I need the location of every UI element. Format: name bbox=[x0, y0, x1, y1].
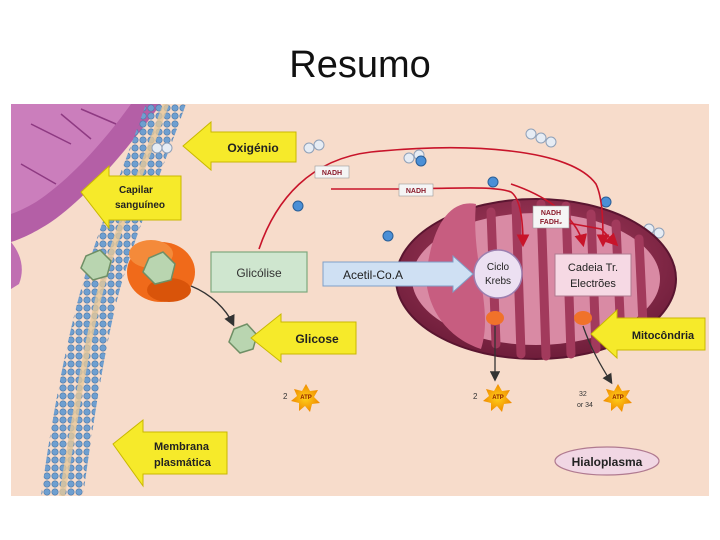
membrane-callout: Membrana plasmática bbox=[112, 418, 228, 488]
atp-label-etc: ATP bbox=[612, 395, 624, 401]
hyaloplasm-badge bbox=[554, 446, 660, 476]
glycolysis-label: Glicólise bbox=[236, 266, 282, 280]
glucose-molecule-transporter bbox=[142, 251, 176, 285]
oxygen-molecules bbox=[151, 128, 665, 239]
nadh-label-2: NADH bbox=[406, 188, 426, 195]
acetyl-coa-label: Acetil-Co.A bbox=[343, 268, 403, 282]
atp-count-glycolysis: 2 bbox=[283, 392, 288, 401]
capillary-label-line2: sanguíneo bbox=[115, 200, 165, 211]
oxygen-label: Oxigénio bbox=[227, 141, 278, 155]
acetyl-coa-arrow bbox=[322, 254, 474, 294]
glucose-molecule-outside bbox=[80, 249, 112, 281]
atp-etc-line bbox=[582, 325, 613, 385]
membrane-label-line1: Membrana bbox=[154, 441, 210, 453]
atp-label-glycolysis: ATP bbox=[300, 395, 312, 401]
capillary-callout: Capilar sanguíneo bbox=[80, 164, 182, 230]
etc-box bbox=[554, 253, 632, 297]
nadh-fadh-tag bbox=[532, 205, 570, 229]
capillary-label-line1: Capilar bbox=[119, 185, 153, 196]
atp-count-etc-line2: or 34 bbox=[577, 402, 593, 409]
atp-krebs: ATP bbox=[483, 384, 512, 412]
krebs-label-line2: Krebs bbox=[485, 276, 511, 287]
plasma-membrane bbox=[41, 102, 186, 497]
glucose-label: Glicose bbox=[295, 332, 339, 346]
nadh-label-1: NADH bbox=[322, 170, 342, 177]
krebs-label-line1: Ciclo bbox=[487, 262, 510, 273]
glycolysis-box bbox=[210, 251, 308, 293]
atp-label-krebs: ATP bbox=[492, 395, 504, 401]
nadh-label-3: NADH bbox=[541, 210, 561, 217]
atp-etc: ATP bbox=[603, 384, 632, 412]
glucose-path-arrow bbox=[190, 285, 235, 327]
glucose-callout: Glicose bbox=[250, 312, 357, 364]
atp-count-etc-line1: 32 bbox=[579, 391, 587, 398]
atp-glycolysis: ATP bbox=[291, 384, 320, 412]
blood-capillary bbox=[11, 104, 161, 289]
atp-synthase bbox=[486, 311, 592, 325]
cellular-respiration-diagram: NADH NADH NADH FADH₂ Glicólise Acetil-Co… bbox=[11, 102, 709, 497]
atp-count-krebs: 2 bbox=[473, 392, 478, 401]
membrane-label-line2: plasmática bbox=[154, 457, 212, 469]
oxygen-callout: Oxigénio bbox=[182, 120, 297, 172]
nadh-tag-2 bbox=[398, 183, 434, 197]
electron-carriers bbox=[292, 155, 612, 242]
glucose-molecule-inside bbox=[228, 323, 258, 354]
page-title: Resumo bbox=[289, 44, 431, 86]
fadh2-label: FADH₂ bbox=[540, 219, 562, 226]
mitochondria-label: Mitocôndria bbox=[632, 330, 695, 342]
krebs-cycle-circle bbox=[473, 249, 523, 299]
mitochondria-callout: Mitocôndria bbox=[590, 308, 706, 360]
etc-label-line1: Cadeia Tr. bbox=[568, 262, 618, 274]
hyaloplasm-label: Hialoplasma bbox=[572, 455, 643, 469]
nadh-tag-1 bbox=[314, 165, 350, 179]
etc-label-line2: Electrões bbox=[570, 278, 616, 290]
